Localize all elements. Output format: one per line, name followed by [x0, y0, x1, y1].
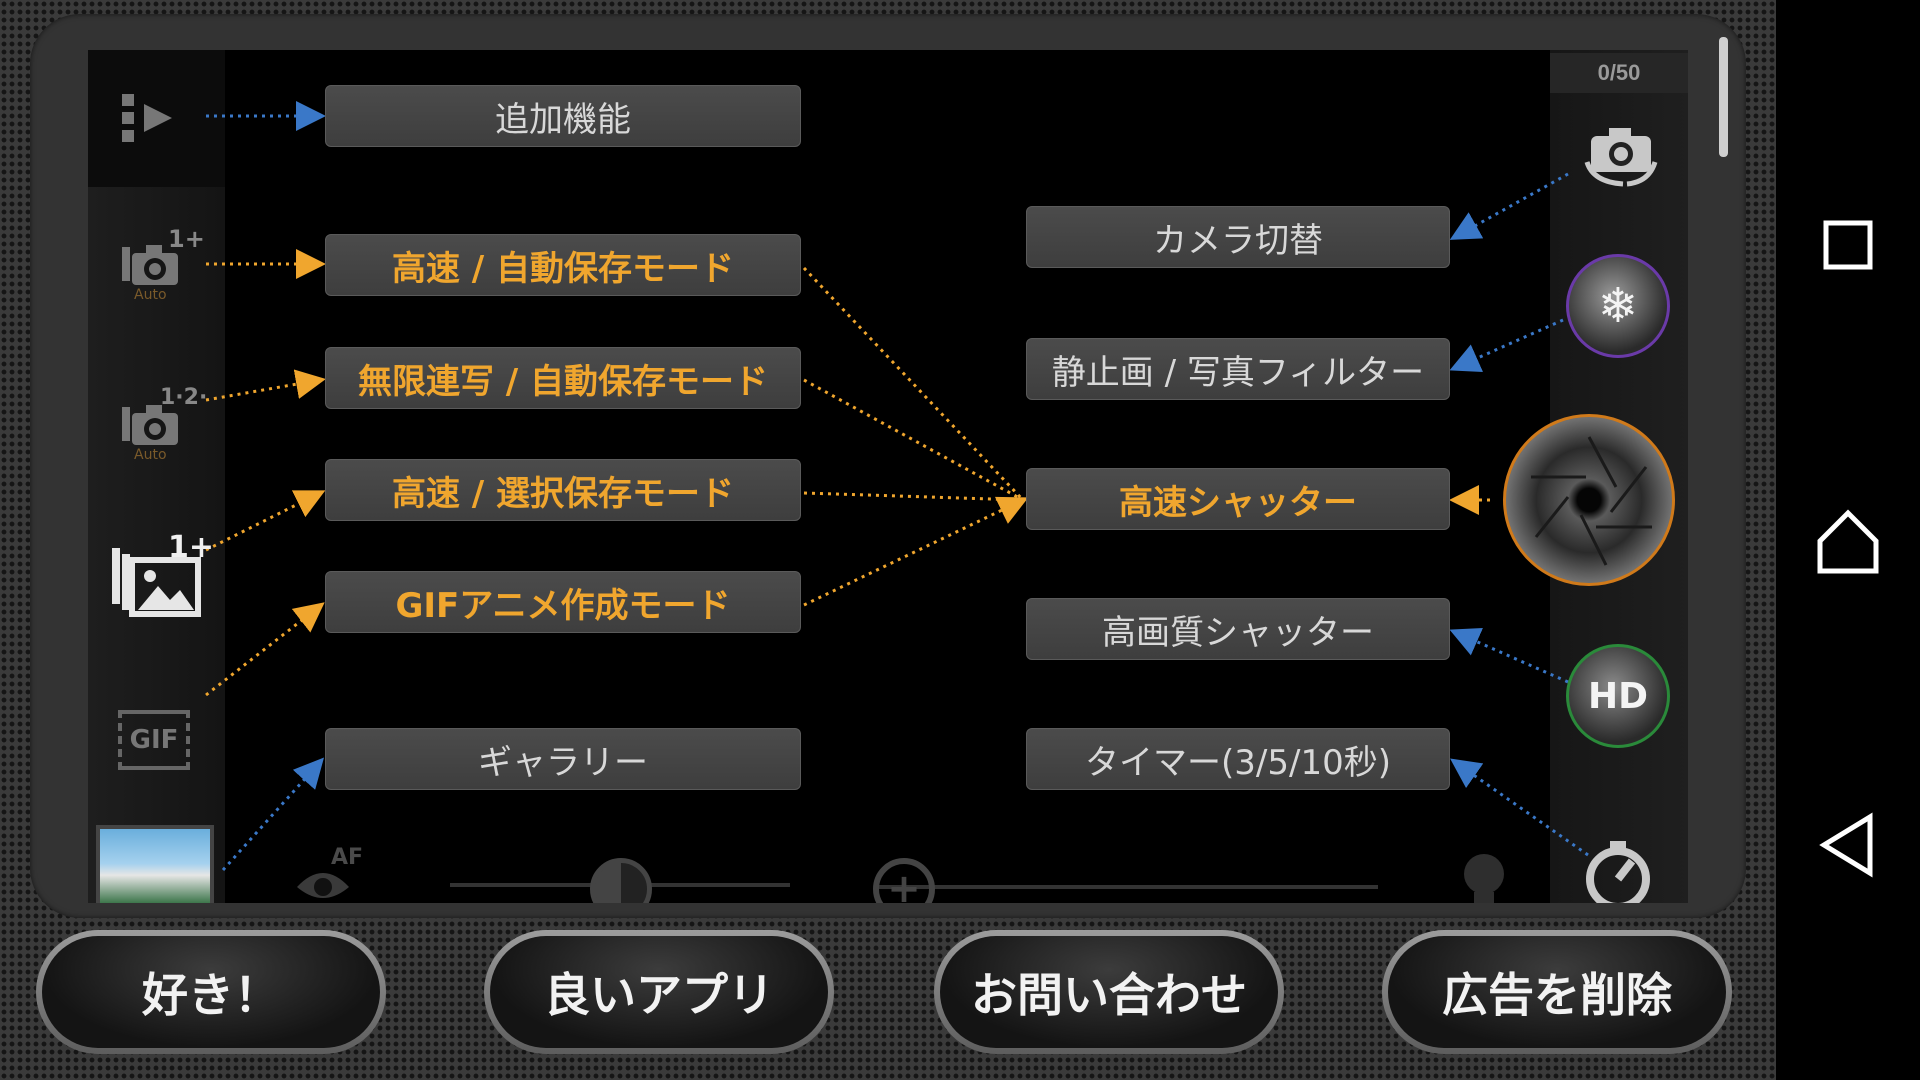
camera-switch-icon[interactable] — [1583, 120, 1663, 190]
filter-button[interactable]: ❄ — [1566, 254, 1670, 358]
good-app-button-label: 良いアプリ — [490, 936, 828, 1048]
hd-text: HD — [1587, 675, 1648, 717]
label-select-save: 高速 / 選択保存モード — [325, 459, 801, 521]
eye-icon — [297, 873, 349, 898]
select-save-mode-icon[interactable]: 1+ — [108, 530, 214, 630]
flash-bulb-icon[interactable] — [1456, 850, 1512, 903]
label-fast-shutter: 高速シャッター — [1026, 468, 1450, 530]
arrow-m3 — [803, 491, 1024, 502]
system-nav-bar — [1776, 0, 1920, 1080]
scrollbar[interactable] — [1719, 37, 1728, 157]
back-icon[interactable] — [1798, 795, 1898, 895]
snowflake-icon: ❄ — [1597, 278, 1639, 334]
badge-text: 1+ — [168, 225, 205, 253]
camera-screen: 0/50 — [88, 50, 1688, 903]
label-hq-shutter: 高画質シャッター — [1026, 598, 1450, 660]
auto-text: Auto — [134, 447, 167, 463]
arrow-m2 — [803, 378, 1024, 502]
zoom-plus-icon[interactable]: + — [873, 858, 935, 903]
gallery-thumbnail[interactable] — [96, 825, 214, 903]
arrow-filter — [1449, 318, 1564, 372]
arrow-m4 — [803, 496, 1029, 607]
label-infinite-auto-save: 無限連写 / 自動保存モード — [325, 347, 801, 409]
home-icon[interactable] — [1798, 495, 1898, 595]
hq-shutter-button[interactable]: HD — [1566, 644, 1670, 748]
contrast-slider-handle[interactable] — [590, 858, 652, 903]
arrow-timer — [1450, 758, 1589, 857]
label-photo-filter: 静止画 / 写真フィルター — [1026, 338, 1450, 400]
af-control[interactable]: AF — [293, 845, 363, 903]
timer-icon[interactable] — [1578, 835, 1658, 903]
infinite-auto-mode-icon[interactable]: 1·2· Auto — [118, 385, 208, 465]
app-root: 0/50 — [0, 0, 1776, 1080]
label-gif-mode: GIFアニメ作成モード — [325, 571, 801, 633]
left-mode-strip — [88, 50, 225, 903]
zoom-slider-track[interactable] — [878, 885, 1378, 889]
badge-text: 1·2· — [160, 385, 208, 410]
gif-mode-icon[interactable]: GIF — [118, 710, 190, 770]
arrow-layer — [205, 101, 1589, 872]
extra-menu-icon[interactable] — [118, 90, 188, 150]
like-button-label: 好き！ — [42, 936, 380, 1048]
shot-counter: 0/50 — [1550, 53, 1688, 93]
camera-stack-icon — [122, 405, 178, 445]
label-timer: タイマー(3/5/10秒) — [1026, 728, 1450, 790]
contact-button[interactable]: お問い合わせ — [934, 930, 1284, 1054]
gallery-stack-icon — [112, 548, 201, 617]
aperture-icon — [1531, 436, 1652, 566]
arrow-gif — [205, 602, 325, 697]
arrow-gallery — [221, 757, 325, 872]
arrow-hq-shutter — [1449, 627, 1569, 684]
arrow-camera-switch — [1449, 172, 1569, 240]
fast-shutter-button[interactable] — [1503, 414, 1675, 586]
remove-ads-button[interactable]: 広告を削除 — [1382, 930, 1732, 1054]
auto-text: Auto — [134, 287, 167, 303]
like-button[interactable]: 好き！ — [36, 930, 386, 1054]
camera-stack-icon — [122, 245, 178, 285]
label-burst-auto-save: 高速 / 自動保存モード — [325, 234, 801, 296]
remove-ads-button-label: 広告を削除 — [1388, 936, 1726, 1048]
label-extra-features: 追加機能 — [325, 85, 801, 147]
af-text: AF — [331, 845, 364, 870]
arrow-infinite-auto — [205, 369, 326, 402]
recent-apps-icon[interactable] — [1798, 195, 1898, 295]
contact-button-label: お問い合わせ — [940, 936, 1278, 1048]
arrow-select-save — [205, 490, 326, 552]
arrow-m1 — [802, 266, 1025, 502]
badge-text: 1+ — [168, 530, 215, 565]
label-camera-switch: カメラ切替 — [1026, 206, 1450, 268]
burst-auto-mode-icon[interactable]: 1+ Auto — [118, 225, 205, 305]
label-gallery: ギャラリー — [325, 728, 801, 790]
good-app-button[interactable]: 良いアプリ — [484, 930, 834, 1054]
